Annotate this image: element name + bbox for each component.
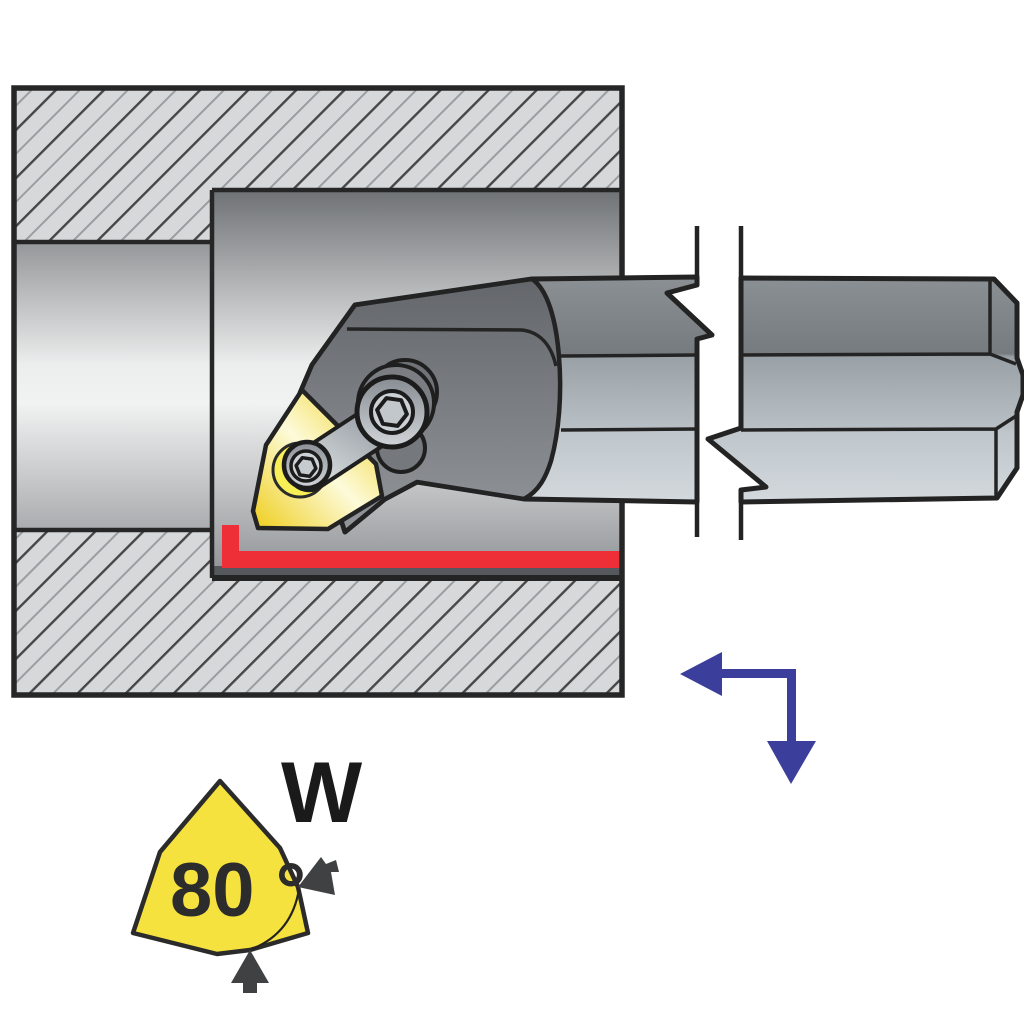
insert-shape-legend: W 80 ° [130,745,363,993]
insert-angle-arc [251,888,301,951]
workpiece-top-section [14,88,622,242]
insert-shape-label: W [281,745,363,841]
shank-facet-lines [559,279,1017,496]
feed-direction-arrows [680,652,816,784]
bore-edge-lines [14,187,622,578]
machined-surface-highlight [222,525,622,568]
boring-bar-shank-right [705,275,1024,505]
insert-screw-hex-icon [294,455,318,479]
insert-angle-label: 80 ° [170,848,306,933]
feed-arrow-left-icon [680,652,796,696]
workpiece-bottom-section [14,530,622,695]
feed-arrow-down-icon [767,669,816,784]
workpiece-outline [11,85,625,698]
angle-arrow-side-icon [298,857,339,895]
insert-and-clamp [250,358,439,532]
clamp-screw-hex-icon [375,396,409,428]
workpiece [11,85,625,698]
angle-arrow-bottom-icon [231,950,269,993]
pilot-bore [14,242,212,530]
head-top-face-line [346,327,558,367]
